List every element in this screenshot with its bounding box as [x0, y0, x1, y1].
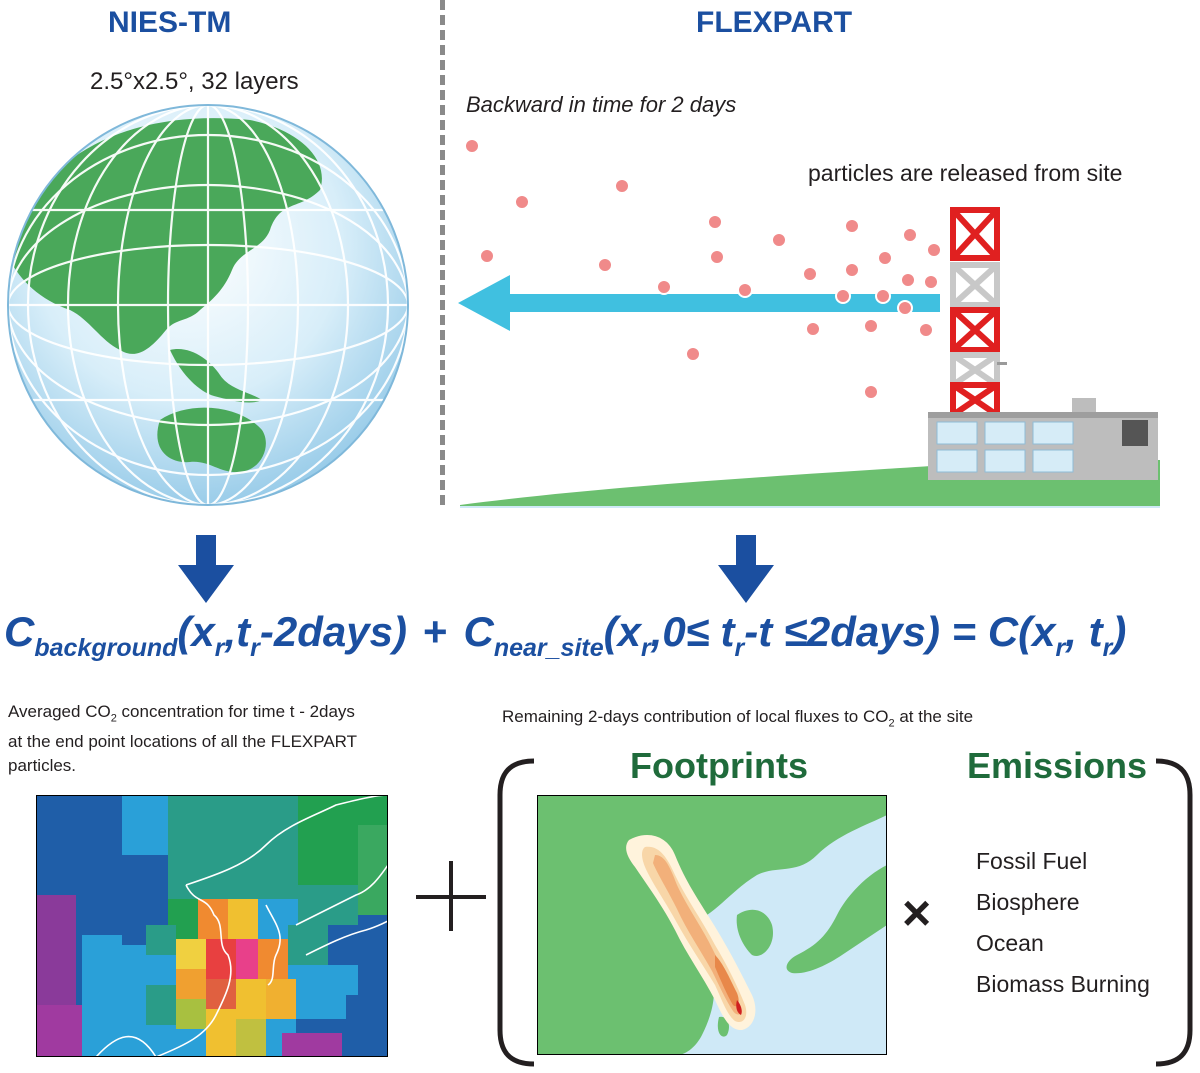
right-bracket	[1155, 758, 1193, 1067]
down-arrow-icon-left	[178, 535, 234, 603]
peninsula	[736, 909, 773, 956]
flexpart-scene	[458, 138, 1160, 508]
left-bracket	[497, 758, 535, 1067]
coastline	[95, 795, 388, 1057]
particles	[464, 138, 942, 400]
background-description: Averaged CO2 concentration for time t - …	[8, 702, 358, 776]
emissions-list: Fossil Fuel Biosphere Ocean Biomass Burn…	[976, 848, 1150, 1012]
concentration-grid	[36, 795, 388, 1057]
panel-divider	[440, 0, 445, 505]
backward-arrow-icon	[458, 275, 940, 331]
backward-time-label: Backward in time for 2 days	[466, 92, 737, 117]
flexpart-title: FLEXPART	[696, 6, 853, 39]
ground-sea	[460, 506, 1160, 508]
emission-biosphere: Biosphere	[976, 889, 1080, 915]
emissions-title: Emissions	[967, 745, 1148, 786]
main-equation: Cbackground(xr,tr-2days)+Cnear_site(xr,0…	[4, 608, 1127, 662]
emission-fossil-fuel: Fossil Fuel	[976, 848, 1088, 874]
footprint-plume	[626, 835, 756, 1031]
near-site-description: Remaining 2-days contribution of local f…	[502, 707, 974, 730]
plus-operator	[408, 853, 498, 943]
research-station-building-icon	[928, 398, 1158, 480]
down-arrow-icon-right	[718, 535, 774, 603]
nies-tm-title: NIES-TM	[108, 6, 232, 39]
footprints-title: Footprints	[630, 745, 808, 786]
globe-icon	[7, 104, 409, 506]
model-resolution-label: 2.5°x2.5°, 32 layers	[90, 68, 299, 95]
measurement-tower-icon	[950, 207, 1007, 418]
particles-released-label: particles are released from site	[808, 160, 1123, 186]
emission-ocean: Ocean	[976, 930, 1044, 956]
islands	[786, 865, 887, 974]
footprint-map	[537, 795, 887, 1055]
times-operator: ×	[902, 885, 932, 941]
background-concentration-map	[36, 795, 388, 1057]
mainland	[537, 795, 887, 1055]
emission-biomass-burning: Biomass Burning	[976, 971, 1150, 997]
